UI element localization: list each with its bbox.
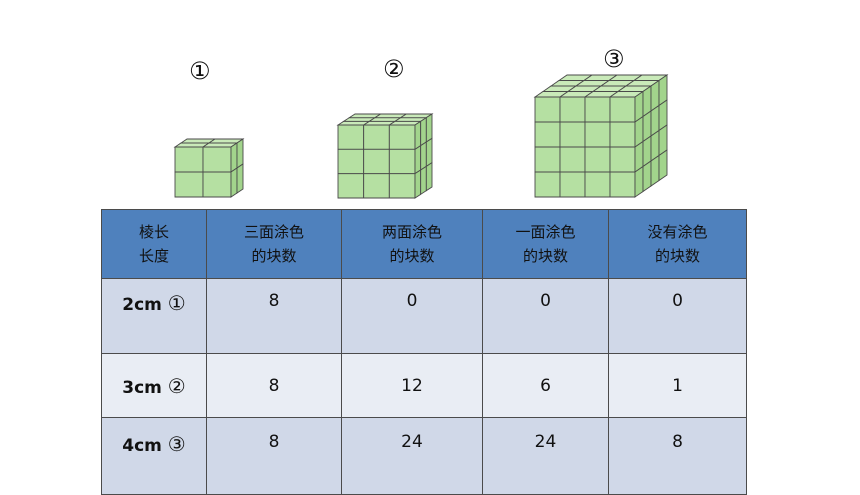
cube-side-cell <box>650 154 660 187</box>
cube-4x4 <box>533 74 669 198</box>
cube-front-cell <box>609 121 636 148</box>
cube-front-cell <box>559 146 586 173</box>
cube-front-cell <box>559 121 586 148</box>
table-cell: 1 <box>608 353 747 418</box>
cube-side-cell <box>642 160 652 193</box>
table-cell: 8 <box>206 417 342 495</box>
table-cell: 24 <box>341 417 483 495</box>
cube-front-cell <box>609 146 636 173</box>
table-row: 2cm ① 8 0 0 0 <box>101 278 747 354</box>
table-cell: 8 <box>206 278 342 354</box>
table-cell: 24 <box>482 417 609 495</box>
table-cell: 0 <box>608 278 747 354</box>
cube-3x3 <box>336 113 434 199</box>
table-row: 4cm ③ 8 24 24 8 <box>101 417 747 495</box>
cube-2-label: ② <box>383 55 405 83</box>
header-one-face: 一面涂色的块数 <box>482 209 609 279</box>
cube-front-cell <box>609 96 636 123</box>
header-two-faces: 两面涂色的块数 <box>341 209 483 279</box>
cube-front-cell <box>534 121 561 148</box>
row-length-cell: 4cm ③ <box>101 417 207 495</box>
table-cell: 0 <box>341 278 483 354</box>
header-no-face: 没有涂色的块数 <box>608 209 747 279</box>
cube-side-cell <box>236 163 244 194</box>
table-cell: 0 <box>482 278 609 354</box>
table-cell: 6 <box>482 353 609 418</box>
table-row: 3cm ② 8 12 6 1 <box>101 353 747 418</box>
cube-front-cell <box>584 121 611 148</box>
cube-front-cell <box>584 171 611 198</box>
row-length-cell: 3cm ② <box>101 353 207 418</box>
cube-1-label: ① <box>189 57 211 85</box>
cube-2x2 <box>173 138 245 198</box>
cube-front-cell <box>609 171 636 198</box>
cube-front-cell <box>534 171 561 198</box>
row-length-cell: 2cm ① <box>101 278 207 354</box>
header-row: 棱长长度 三面涂色的块数 两面涂色的块数 一面涂色的块数 没有涂色的块数 <box>101 209 747 279</box>
table-cell: 8 <box>608 417 747 495</box>
cube-front-cell <box>584 146 611 173</box>
cube-side-cell <box>634 165 644 198</box>
cube-side-cell <box>425 161 433 192</box>
paint-count-table: 棱长长度 三面涂色的块数 两面涂色的块数 一面涂色的块数 没有涂色的块数 2cm… <box>101 209 747 495</box>
cube-front-cell <box>559 96 586 123</box>
header-three-faces: 三面涂色的块数 <box>206 209 342 279</box>
cube-3-label: ③ <box>603 45 625 73</box>
cube-front-cell <box>534 96 561 123</box>
header-edge-length: 棱长长度 <box>101 209 207 279</box>
cube-front-cell <box>534 146 561 173</box>
table-cell: 12 <box>341 353 483 418</box>
cube-side-cell <box>658 149 668 182</box>
cube-front-cell <box>559 171 586 198</box>
cube-front-cell <box>584 96 611 123</box>
table-cell: 8 <box>206 353 342 418</box>
